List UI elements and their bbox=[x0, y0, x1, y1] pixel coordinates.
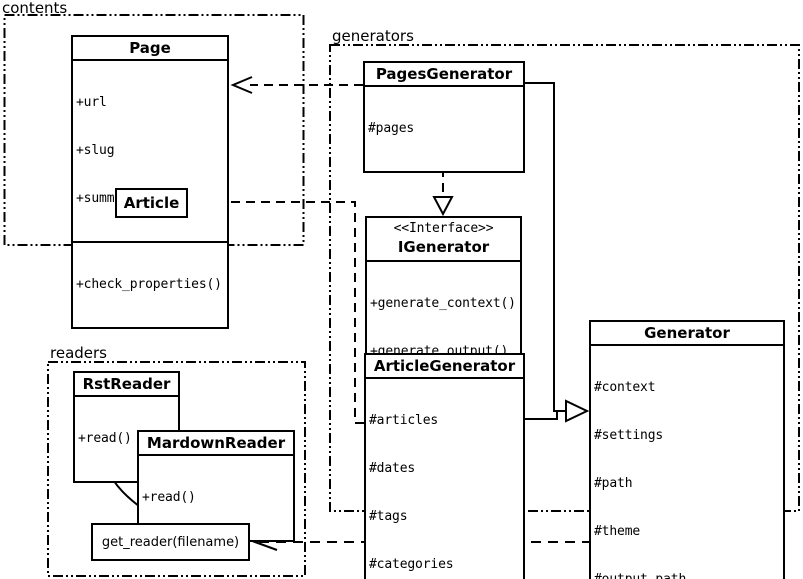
edge-pagesgenerator-realizes-igenerator bbox=[432, 108, 454, 217]
package-generators-border bbox=[329, 44, 800, 512]
class-generator-attributes: #context #settings #path #theme #output_… bbox=[591, 344, 783, 579]
function-get-reader-label: get_reader(filename) bbox=[101, 534, 240, 550]
package-readers-border bbox=[47, 361, 306, 577]
package-generators-label: generators bbox=[332, 27, 414, 45]
class-page-name: Page bbox=[129, 39, 171, 57]
class-pagesgenerator: PagesGenerator #pages bbox=[363, 61, 525, 173]
class-igenerator-name: IGenerator bbox=[397, 238, 490, 256]
class-pagesgenerator-attributes: #pages bbox=[365, 85, 523, 171]
class-igenerator-stereotype: <<Interface>> bbox=[393, 221, 494, 236]
class-article: Article bbox=[115, 188, 188, 218]
class-rstreader-name: RstReader bbox=[82, 375, 171, 393]
class-rstreader-methods: +read() bbox=[75, 395, 178, 481]
package-contents-border bbox=[3, 14, 305, 246]
class-articlegenerator-name: ArticleGenerator bbox=[373, 357, 516, 375]
class-articlegenerator-attributes: #articles #dates #tags #categories bbox=[366, 377, 523, 579]
package-contents-label: contents bbox=[2, 0, 68, 17]
class-page-methods: +check_properties() bbox=[73, 241, 227, 327]
class-mardownreader-name: MardownReader bbox=[146, 434, 286, 452]
edge-pagesgenerator-to-page bbox=[230, 76, 363, 94]
class-mardownreader-methods: +read() bbox=[139, 454, 293, 540]
class-articlegenerator: ArticleGenerator #articles #dates #tags … bbox=[364, 353, 525, 579]
package-readers-label: readers bbox=[50, 344, 107, 362]
class-page: Page +url +slug +summary +check_properti… bbox=[71, 35, 229, 329]
class-pagesgenerator-name: PagesGenerator bbox=[375, 65, 513, 83]
class-generator-name: Generator bbox=[644, 324, 730, 342]
class-article-name: Article bbox=[123, 194, 180, 212]
function-get-reader: get_reader(filename) bbox=[91, 523, 250, 561]
edge-generators-extend-generator bbox=[525, 82, 590, 423]
class-generator: Generator #context #settings #path #them… bbox=[589, 320, 785, 579]
